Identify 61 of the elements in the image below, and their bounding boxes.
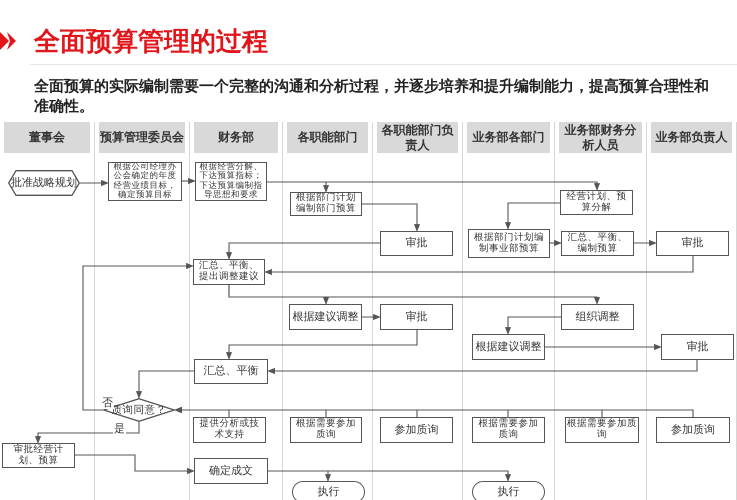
lane-header: 业务部负责人 — [651, 122, 732, 153]
process-box: 根据部门计划编制部门预算 — [290, 192, 362, 216]
arrow — [550, 240, 562, 246]
arrow — [267, 360, 698, 374]
process-box: 根据公司经理办公会确定的年度经营业绩目标，确定预算目标 — [108, 162, 182, 201]
terminal-box: 执行 — [292, 481, 365, 500]
edge-label: 是 — [113, 423, 126, 436]
lane-header: 业务部财务分析人员 — [559, 122, 642, 153]
process-box: 根据需要参加质询 — [472, 417, 545, 443]
process-box: 根据经营分解、下达预算指标；下达预算编制指导思想和要求 — [195, 162, 267, 201]
arrow — [267, 181, 600, 191]
process-box: 提供分析或技术支持 — [193, 417, 266, 443]
process-box: 汇总、平衡 — [194, 359, 268, 384]
lane-header: 财务部 — [194, 122, 278, 153]
arrow — [226, 242, 380, 260]
arrow — [182, 178, 196, 184]
process-box: 参加质询 — [380, 417, 453, 443]
process-box: 参加质询 — [656, 417, 730, 443]
arrow — [634, 240, 657, 246]
arrow — [228, 285, 600, 305]
process-box: 审批 — [661, 334, 734, 360]
swimlane — [0, 122, 95, 500]
process-box: 审批经营计划、预算 — [2, 443, 75, 468]
arrow — [34, 422, 140, 444]
process-box: 审批 — [656, 231, 729, 256]
start-hexagon: 批准战略规划 — [8, 170, 80, 196]
lane-header: 各职能部门 — [287, 122, 368, 153]
process-box: 审批 — [380, 304, 453, 330]
subtitle: 全面预算的实际编制需要一个完整的沟通和分析过程，并逐步培养和提升编制能力，提高预算合理性和准确性。 — [34, 76, 710, 116]
arrow — [75, 454, 195, 474]
process-box: 经营计划、预算分解 — [560, 190, 633, 215]
arrow — [545, 344, 662, 350]
process-box: 根据需要参加质询 — [290, 417, 362, 443]
arrow — [268, 470, 512, 482]
process-box: 组织调整 — [561, 304, 634, 330]
process-box: 根据需要参加质询 — [565, 417, 639, 443]
lane-header: 董事会 — [4, 122, 90, 153]
arrow — [504, 316, 561, 335]
arrow — [226, 330, 418, 360]
terminal-box: 执行 — [472, 481, 545, 500]
process-box: 审批 — [380, 231, 453, 256]
process-box: 根据建议调整 — [289, 304, 362, 330]
arrow — [82, 262, 194, 411]
arrow — [174, 406, 694, 417]
arrow — [264, 256, 694, 276]
lane-header: 预算管理委员会 — [99, 122, 185, 153]
process-box: 确定成文 — [194, 458, 268, 484]
process-box: 汇总、平衡、编制预算 — [561, 231, 634, 256]
process-box: 根据部门计划编制事业部预算 — [468, 229, 550, 258]
process-box: 根据建议调整 — [472, 334, 545, 360]
swimlane — [190, 122, 283, 500]
page-title: 全面预算管理的过程 — [34, 26, 268, 59]
arrow — [362, 314, 381, 320]
lane-header: 各职能部门负责人 — [377, 122, 458, 153]
arrow — [504, 202, 560, 230]
process-box: 汇总、平衡、提出调整建议 — [193, 259, 265, 285]
lane-header: 业务部各部门 — [467, 122, 550, 153]
edge-label: 否 — [101, 397, 114, 410]
arrow — [80, 180, 109, 186]
arrow — [136, 370, 194, 399]
arrow — [362, 203, 420, 232]
